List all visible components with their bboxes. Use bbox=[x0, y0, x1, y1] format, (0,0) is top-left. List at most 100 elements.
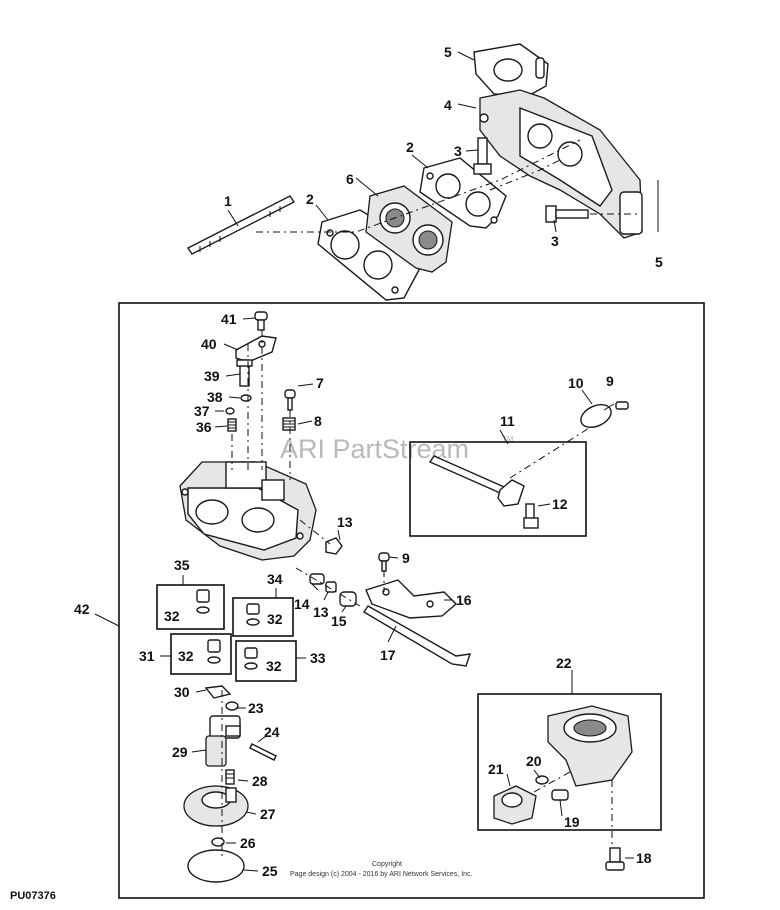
part-15-cap bbox=[339, 591, 357, 607]
figure-id: PU07376 bbox=[10, 890, 56, 902]
part-13-nut-upper bbox=[325, 537, 343, 555]
callout-2-left: 2 bbox=[306, 191, 314, 207]
part-13-nut-lower bbox=[325, 581, 337, 593]
part-5-gasket-top bbox=[473, 43, 549, 97]
part-12-lever bbox=[523, 503, 539, 529]
callout-7: 7 bbox=[316, 375, 324, 391]
part-22-throttle-body bbox=[547, 705, 633, 787]
subassembly-box-33 bbox=[235, 640, 297, 682]
part-9-screw-center bbox=[378, 552, 390, 572]
callout-19: 19 bbox=[564, 814, 580, 830]
part-38-oring bbox=[240, 394, 252, 402]
subassembly-box-11 bbox=[409, 441, 587, 537]
callout-27: 27 bbox=[260, 806, 276, 822]
part-9-screw-choke bbox=[615, 401, 629, 410]
part-7-screw bbox=[284, 389, 296, 411]
callout-13-lower: 13 bbox=[313, 604, 329, 620]
callout-17: 17 bbox=[380, 647, 396, 663]
part-2-gasket-right bbox=[419, 157, 507, 229]
callout-3-upper: 3 bbox=[454, 143, 462, 159]
watermark-tm: TM bbox=[502, 435, 514, 444]
callout-29: 29 bbox=[172, 744, 188, 760]
callout-26: 26 bbox=[240, 835, 256, 851]
callout-32-d: 32 bbox=[266, 658, 282, 674]
callout-37: 37 bbox=[194, 403, 210, 419]
part-16-plate bbox=[365, 579, 458, 619]
subassembly-box-22 bbox=[477, 693, 662, 831]
callout-2-right: 2 bbox=[406, 139, 414, 155]
callout-1: 1 bbox=[224, 193, 232, 209]
callout-33: 33 bbox=[310, 650, 326, 666]
part-34-jet bbox=[246, 603, 260, 626]
callout-15: 15 bbox=[331, 613, 347, 629]
callout-13-upper: 13 bbox=[337, 514, 353, 530]
part-28-spring bbox=[225, 769, 235, 785]
callout-38: 38 bbox=[207, 389, 223, 405]
subassembly-box-31 bbox=[170, 633, 232, 675]
part-36-spring bbox=[227, 418, 237, 432]
copyright-line2: Page design (c) 2004 - 2016 by ARI Netwo… bbox=[290, 871, 473, 878]
callout-22: 22 bbox=[556, 655, 572, 671]
callout-34: 34 bbox=[267, 571, 283, 587]
callout-4: 4 bbox=[444, 97, 452, 113]
part-26-washer bbox=[211, 837, 225, 847]
subassembly-box-35 bbox=[156, 584, 225, 630]
part-4-intake-manifold bbox=[479, 89, 643, 239]
callout-21: 21 bbox=[488, 761, 504, 777]
callout-5-top: 5 bbox=[444, 44, 452, 60]
part-3-bolt-lower bbox=[545, 205, 589, 223]
callout-18: 18 bbox=[636, 850, 652, 866]
callout-14: 14 bbox=[294, 596, 310, 612]
part-14-bushing bbox=[309, 573, 325, 585]
callout-35: 35 bbox=[174, 557, 190, 573]
part-25-gasket bbox=[187, 849, 245, 883]
callout-40: 40 bbox=[201, 336, 217, 352]
callout-3-lower: 3 bbox=[551, 233, 559, 249]
callout-9-choke: 9 bbox=[606, 373, 614, 389]
part-10-choke-plate bbox=[580, 403, 612, 429]
part-8-fitting bbox=[282, 417, 296, 431]
callout-12: 12 bbox=[552, 496, 568, 512]
part-35-jet bbox=[196, 589, 210, 614]
callout-6: 6 bbox=[346, 171, 354, 187]
callout-11: 11 bbox=[500, 413, 515, 429]
callout-25: 25 bbox=[262, 863, 278, 879]
part-3-bolt-upper bbox=[473, 137, 492, 175]
copyright-line1: Copyright bbox=[372, 861, 402, 868]
part-17-shaft bbox=[363, 605, 472, 667]
callout-10: 10 bbox=[568, 375, 584, 391]
callout-42: 42 bbox=[74, 601, 90, 617]
part-30-pin bbox=[204, 685, 232, 699]
callout-36: 36 bbox=[196, 419, 212, 435]
part-24-pin bbox=[249, 743, 277, 761]
carburetor-body bbox=[179, 461, 317, 561]
callout-20: 20 bbox=[526, 753, 542, 769]
part-20-oring bbox=[535, 775, 549, 785]
callout-28: 28 bbox=[252, 773, 268, 789]
part-27-float-bowl bbox=[183, 785, 249, 827]
callout-30: 30 bbox=[174, 684, 190, 700]
callout-31: 31 bbox=[139, 648, 155, 664]
part-31-jet bbox=[207, 639, 221, 664]
part-23-oring bbox=[225, 701, 239, 711]
callout-16: 16 bbox=[456, 592, 472, 608]
callout-24: 24 bbox=[264, 724, 280, 740]
callout-8: 8 bbox=[314, 413, 322, 429]
part-1-stud bbox=[186, 195, 296, 255]
part-39-shaft bbox=[236, 359, 253, 387]
part-40-bracket bbox=[235, 335, 277, 363]
callout-32-b: 32 bbox=[267, 611, 283, 627]
callout-9-center: 9 bbox=[402, 550, 410, 566]
callout-32-a: 32 bbox=[164, 608, 180, 624]
part-37-washer bbox=[225, 407, 235, 415]
callout-41: 41 bbox=[221, 311, 237, 327]
part-11-choke-shaft bbox=[428, 455, 525, 507]
part-33-jet bbox=[244, 647, 258, 670]
callout-32-c: 32 bbox=[178, 648, 194, 664]
part-41-screw bbox=[254, 311, 268, 331]
part-18-screw bbox=[605, 847, 625, 871]
part-21-motor bbox=[493, 785, 537, 825]
part-29-solenoid bbox=[205, 715, 241, 767]
subassembly-box-34 bbox=[232, 597, 294, 637]
